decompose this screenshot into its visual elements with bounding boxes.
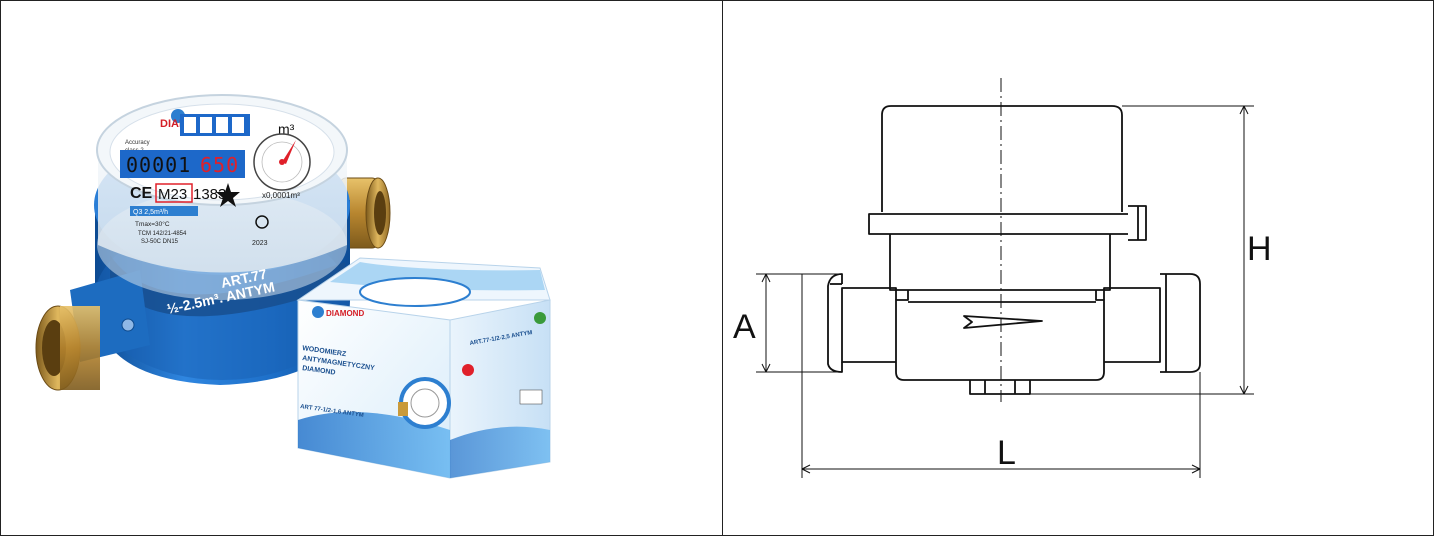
spec-line-1: Q3 2,5m³/h — [133, 209, 168, 216]
drawing-housing — [895, 290, 1105, 381]
drawing-left-pipe — [841, 287, 897, 363]
drawing-drain-plug — [969, 380, 1031, 395]
counter-window — [120, 150, 245, 178]
spec-line-4: SJ-50C DN15 — [141, 239, 179, 245]
unit-label: m³ — [278, 121, 295, 137]
spec-line-2: Tmax=30°C — [135, 220, 170, 228]
box-badge-icon — [462, 364, 474, 376]
box-eco-icon — [534, 312, 546, 324]
manufacture-year: 2023 — [252, 240, 268, 247]
meter-dial-face: DIAMOND Accuracy class 2 00001 650 m³ x0… — [120, 109, 311, 247]
dimension-H — [1030, 105, 1254, 395]
sub-dial-unit: x0,0001m³ — [262, 191, 300, 200]
water-meter-photo: DIAMOND Accuracy class 2 00001 650 m³ x0… — [35, 94, 391, 391]
drawing-right-pipe — [1103, 287, 1161, 363]
ce-mark: CE — [130, 185, 153, 202]
drawing-upper-body — [889, 234, 1111, 291]
spec-line-3: TCM 142/21-4854 — [138, 231, 187, 237]
accuracy-label: Accuracy — [125, 140, 150, 146]
drawing-hinge — [1128, 205, 1147, 241]
left-brass-connector — [35, 270, 150, 391]
packaging-box: DIAMOND WODOMIERZ ANTYMAGNETYCZNY DIAMON… — [296, 257, 551, 479]
metrology-mark: M23 — [158, 186, 187, 203]
spec-bar — [130, 206, 198, 216]
flow-direction-arrow — [963, 315, 1043, 329]
ring-label: ART.77 ½-2.5m³. ANTYM — [165, 266, 276, 317]
dimension-L — [801, 274, 1201, 478]
dimension-A — [756, 273, 842, 373]
serial-number: 1383 — [193, 186, 226, 203]
dimension-L-label: L — [997, 434, 1016, 472]
box-brand: DIAMOND — [326, 309, 364, 318]
box-barcode — [519, 389, 543, 405]
technical-drawing — [756, 78, 1254, 478]
box-title-line3: DIAMOND — [302, 365, 336, 377]
counter-red-digits: 650 — [200, 153, 239, 177]
star-wheel-icon — [216, 183, 240, 207]
dimension-A-label: A — [733, 308, 756, 346]
drawing-right-nut — [1160, 273, 1201, 373]
dimension-H-label: H — [1247, 230, 1272, 268]
metrology-mark-box — [155, 183, 193, 203]
sub-dial-pointer — [282, 140, 296, 164]
cert-icon — [255, 215, 269, 229]
counter-black-digits: 00001 — [126, 153, 191, 177]
